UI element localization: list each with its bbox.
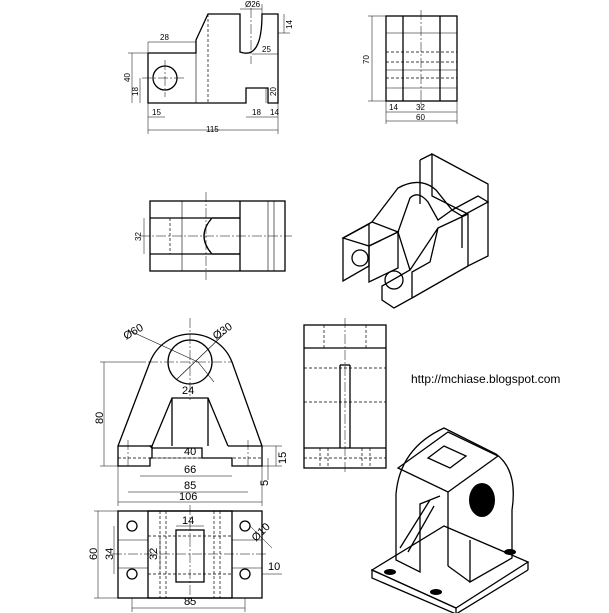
dim-d14: 14 — [389, 103, 398, 112]
drawing2-side-view — [303, 318, 387, 474]
dim-d115: 115 — [206, 125, 219, 134]
dim-d15: 15 — [277, 452, 289, 464]
dim-d24: 24 — [182, 385, 194, 397]
dim-d15: 15 — [152, 108, 161, 117]
dim-d85: 85 — [184, 480, 196, 492]
dim-d14b: 14 — [270, 108, 279, 117]
dim-d18a: 18 — [131, 87, 140, 96]
drawing1-top-view: 32 — [134, 192, 292, 280]
dim-d70: 70 — [362, 55, 371, 64]
dim-d20: 20 — [269, 87, 278, 96]
dim-d14: 14 — [182, 515, 194, 527]
drawing2-top-view: 14 Ø10 34 60 32 10 85 — [88, 505, 282, 612]
drawing2-front-view: Ø60 Ø30 24 80 40 66 85 106 15 5 — [94, 318, 289, 506]
dim-d18b: 18 — [252, 108, 261, 117]
drawing1-front-view: Ø26 14 28 25 40 18 20 15 18 14 115 — [123, 0, 294, 134]
dim-d106: 106 — [179, 491, 197, 503]
dim-d40: 40 — [184, 446, 196, 458]
dim-d32: 32 — [416, 103, 425, 112]
dim-d34: 34 — [104, 548, 116, 560]
dim-phi10: Ø10 — [250, 521, 273, 544]
dim-d26: Ø26 — [245, 0, 261, 9]
drawing1-side-view: 70 14 32 60 — [362, 10, 458, 124]
dim-d28: 28 — [160, 33, 169, 42]
drawing2-isometric — [370, 427, 530, 613]
drawing1-isometric — [341, 152, 490, 309]
dim-d66: 66 — [184, 464, 196, 476]
dim-top-d32: 32 — [134, 232, 143, 241]
site-url[interactable]: http://mchiase.blogspot.com — [411, 372, 561, 386]
dim-d5: 5 — [259, 480, 271, 486]
dim-d25: 25 — [262, 45, 271, 54]
dim-d60: 60 — [88, 548, 100, 560]
dim-d80: 80 — [94, 412, 106, 424]
dim-d85: 85 — [184, 596, 196, 608]
dim-d10: 10 — [268, 561, 280, 573]
dim-phi60: Ø60 — [122, 322, 146, 343]
dim-d14a: 14 — [285, 20, 294, 29]
dim-d40: 40 — [123, 73, 132, 82]
dim-d32: 32 — [148, 548, 160, 560]
dim-d60: 60 — [416, 113, 425, 122]
dim-phi30: Ø30 — [211, 321, 235, 343]
